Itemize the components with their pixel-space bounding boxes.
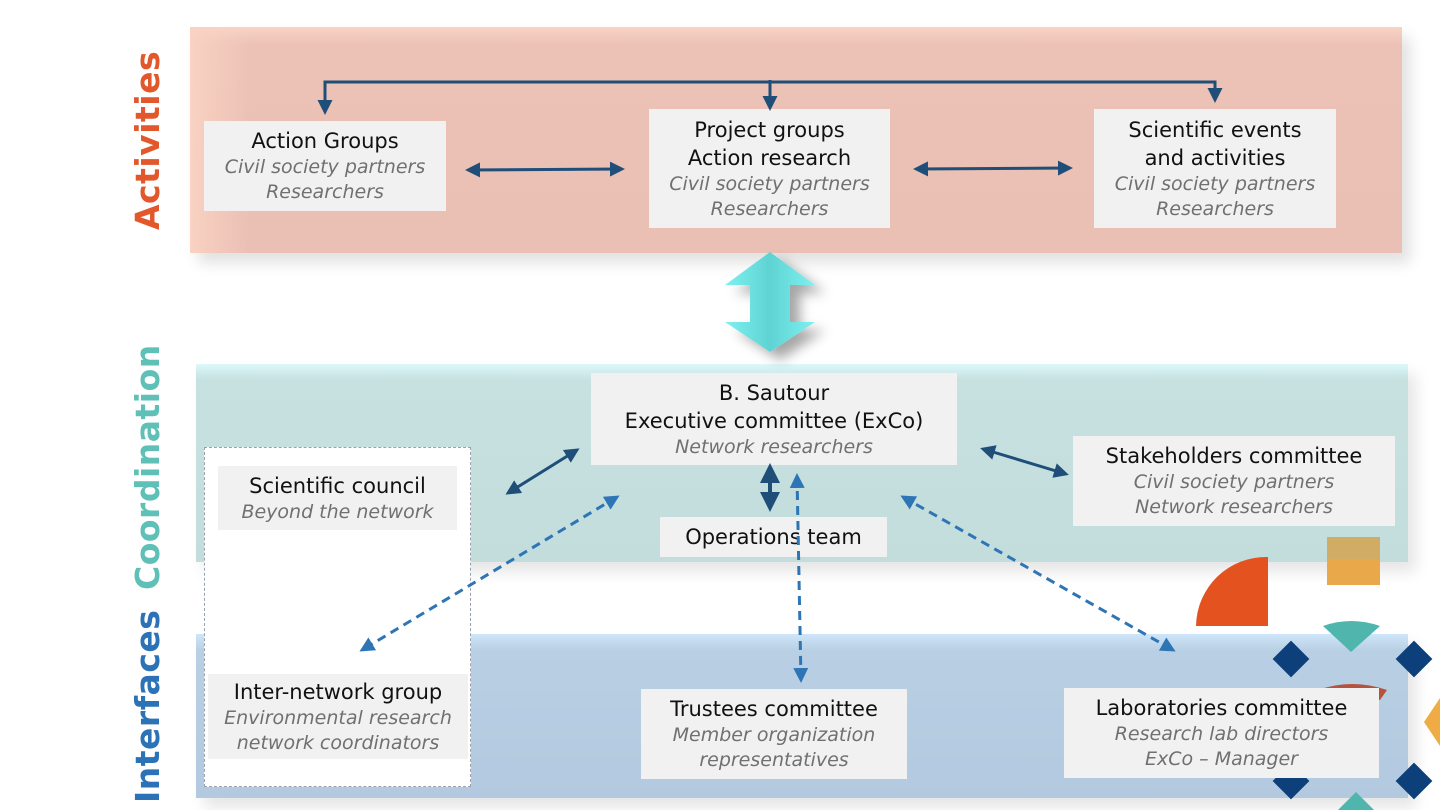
project-groups-title-2: Action research xyxy=(687,145,852,170)
action-groups-box[interactable]: Action Groups Civil society partners Res… xyxy=(204,121,446,211)
scientific-council-title: Scientific council xyxy=(249,473,426,498)
exco-title-1: B. Sautour xyxy=(718,380,830,405)
trustees-sub-1: Member organization xyxy=(672,724,876,746)
exco-title-2: Executive committee (ExCo) xyxy=(624,408,924,433)
action-groups-title: Action Groups xyxy=(251,129,399,153)
laboratories-sub-2: ExCo – Manager xyxy=(1144,748,1298,770)
scientific-events-box[interactable]: Scientific events and activities Civil s… xyxy=(1094,109,1336,228)
stakeholders-sub-2: Network researchers xyxy=(1135,496,1333,518)
inter-network-group-box[interactable]: Inter-network group Environmental resear… xyxy=(208,674,468,759)
stakeholders-sub-1: Civil society partners xyxy=(1133,471,1335,493)
scientific-events-title-2: and activities xyxy=(1144,145,1286,170)
laboratories-title: Laboratories committee xyxy=(1095,696,1348,720)
scientific-events-sub-1: Civil society partners xyxy=(1114,172,1316,195)
project-groups-sub-1: Civil society partners xyxy=(669,172,870,195)
scientific-events-sub-2: Researchers xyxy=(1156,197,1274,220)
scientific-events-title-1: Scientific events xyxy=(1128,117,1302,142)
stakeholders-committee-box[interactable]: Stakeholders committee Civil society par… xyxy=(1073,436,1395,526)
scientific-council-box[interactable]: Scientific council Beyond the network xyxy=(218,466,457,530)
project-groups-box[interactable]: Project groups Action research Civil soc… xyxy=(649,109,890,228)
inter-network-sub-2: network coordinators xyxy=(236,731,440,754)
action-groups-sub-1: Civil society partners xyxy=(224,156,426,178)
trustees-title: Trustees committee xyxy=(670,697,878,721)
laboratories-committee-box[interactable]: Laboratories committee Research lab dire… xyxy=(1064,688,1379,778)
trustees-committee-box[interactable]: Trustees committee Member organization r… xyxy=(641,689,907,779)
exco-sub: Network researchers xyxy=(675,435,873,458)
orange-quarter-circle-icon xyxy=(1196,556,1268,626)
big-double-arrow-icon xyxy=(725,252,815,352)
section-label-coordination: Coordination xyxy=(128,344,167,590)
operations-team-title: Operations team xyxy=(685,525,862,549)
trustees-sub-2: representatives xyxy=(699,749,849,771)
action-groups-sub-2: Researchers xyxy=(266,181,384,203)
inter-network-title: Inter-network group xyxy=(233,679,443,704)
project-groups-sub-2: Researchers xyxy=(710,197,829,220)
scientific-council-sub: Beyond the network xyxy=(241,500,434,523)
operations-team-box[interactable]: Operations team xyxy=(660,517,887,557)
exco-box[interactable]: B. Sautour Executive committee (ExCo) Ne… xyxy=(591,373,957,465)
project-groups-title-1: Project groups xyxy=(694,117,845,142)
section-label-interfaces: Interfaces xyxy=(128,609,167,803)
inter-network-sub-1: Environmental research xyxy=(224,706,452,729)
stakeholders-title: Stakeholders committee xyxy=(1105,444,1363,468)
laboratories-sub-1: Research lab directors xyxy=(1114,723,1329,745)
orange-diamond-icon xyxy=(1424,698,1440,746)
section-label-activities: Activities xyxy=(128,50,167,230)
